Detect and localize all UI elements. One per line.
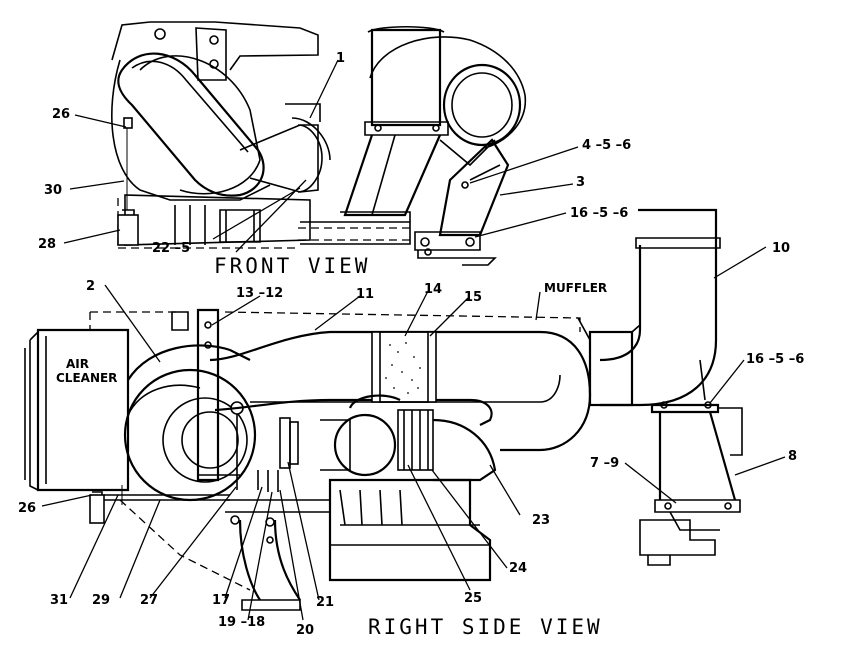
callout-25: 25 — [464, 591, 482, 606]
callout-8: 8 — [788, 449, 797, 464]
callout-30: 30 — [44, 183, 62, 198]
right-side-view-title: RIGHT SIDE VIEW — [368, 615, 603, 639]
callout-4-5-6: 4 –5 –6 — [582, 138, 631, 153]
callout-17: 17 — [212, 593, 230, 608]
callout-31: 31 — [50, 593, 68, 608]
callout-22-5: 22 –5 — [152, 241, 190, 256]
callout-3: 3 — [576, 175, 585, 190]
callout-26-front: 26 — [52, 107, 70, 122]
callout-16-5-6-side: 16 –5 –6 — [746, 352, 804, 367]
callout-23: 23 — [532, 513, 550, 528]
air-cleaner-label-line1: AIR — [66, 357, 89, 371]
callout-11: 11 — [356, 287, 374, 302]
callout-13-12: 13 –12 — [236, 286, 283, 301]
muffler-label: MUFFLER — [544, 281, 607, 295]
callout-15: 15 — [464, 290, 482, 305]
callout-labels: 1 26 30 28 22 –5 4 –5 –6 3 16 –5 –6 10 2… — [18, 51, 804, 638]
callout-10: 10 — [772, 241, 790, 256]
front-view-title: FRONT VIEW — [214, 254, 370, 278]
callout-1: 1 — [336, 51, 345, 66]
callout-27: 27 — [140, 593, 158, 608]
callout-20: 20 — [296, 623, 314, 638]
callout-21: 21 — [316, 595, 334, 610]
right-side-view-drawing — [24, 208, 743, 611]
callout-19-18: 19 –18 — [218, 615, 265, 630]
leader-lines — [41, 59, 786, 621]
callout-2: 2 — [86, 279, 95, 294]
callout-7-9: 7 –9 — [590, 456, 619, 471]
clamp-band-texture — [385, 342, 421, 394]
callout-16-5-6-front: 16 –5 –6 — [570, 206, 628, 221]
front-view-drawing — [111, 21, 527, 266]
callout-14: 14 — [424, 282, 442, 297]
callout-26-side: 26 — [18, 501, 36, 516]
callout-29: 29 — [92, 593, 110, 608]
air-cleaner-label-line2: CLEANER — [56, 371, 117, 385]
callout-28: 28 — [38, 237, 56, 252]
callout-24: 24 — [509, 561, 527, 576]
